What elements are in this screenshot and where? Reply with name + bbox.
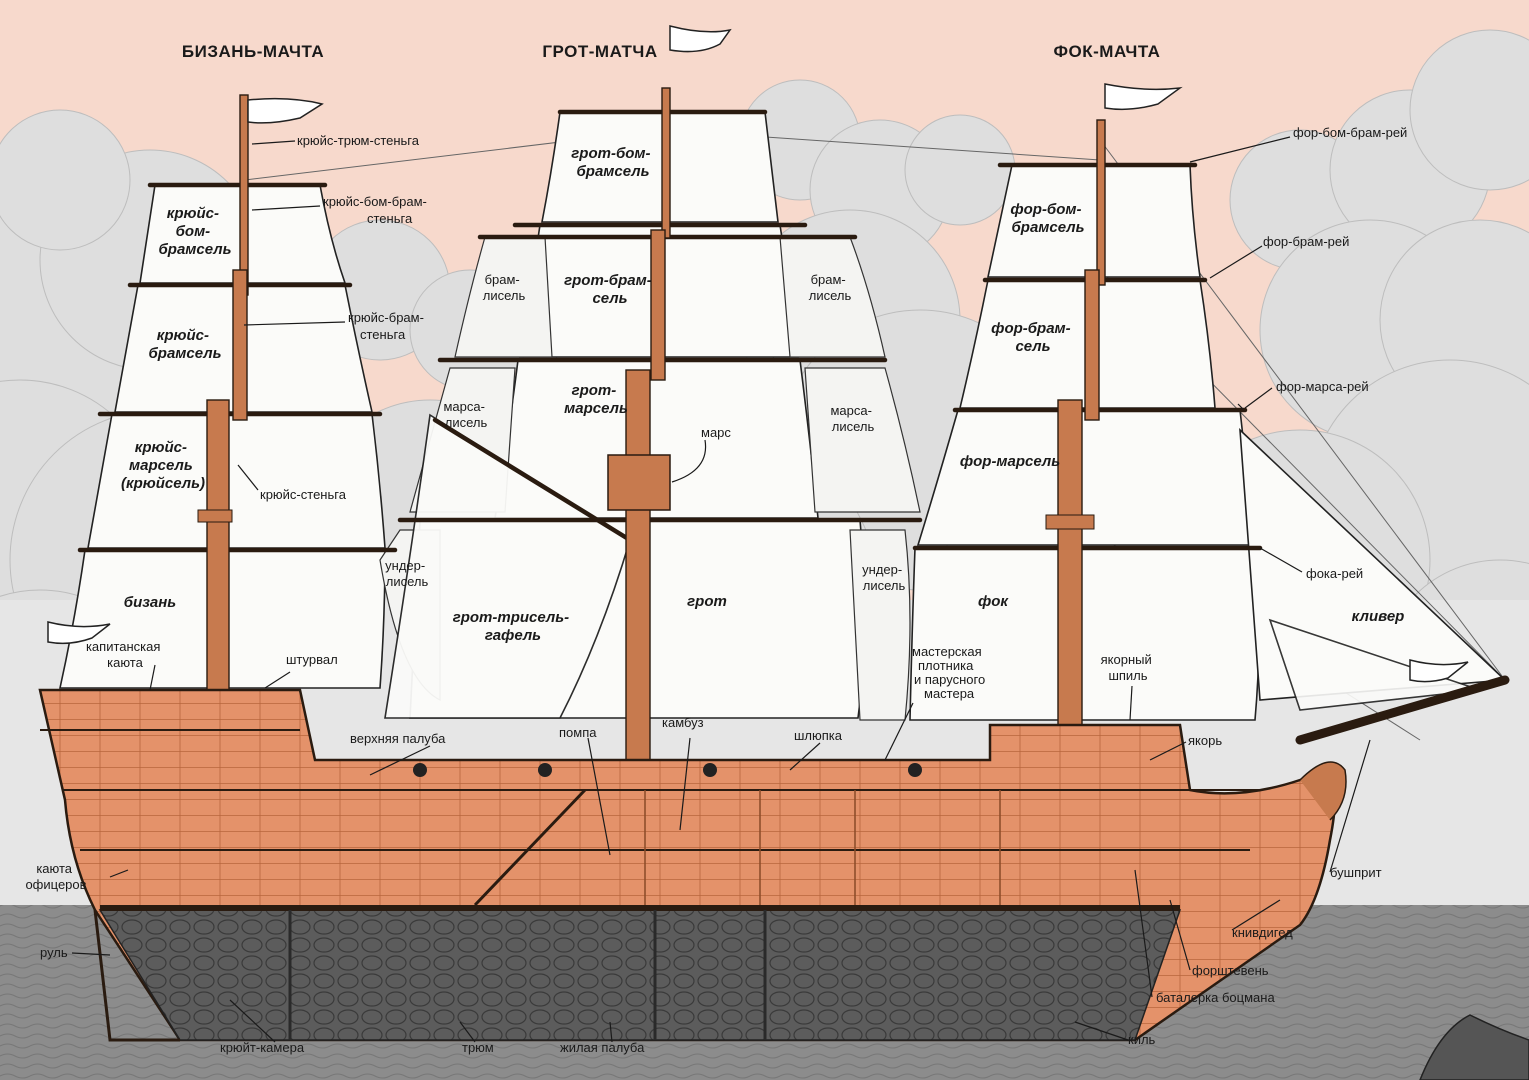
sail-labels: крюйс- бом- брамсель крюйс- брамсель крю… <box>121 145 1404 644</box>
callout-powder-room: крюйт-камера <box>220 1040 305 1055</box>
callout-boat: шлюпка <box>794 728 843 743</box>
callout-officers-cabin: каюта офицеров <box>25 861 86 892</box>
waterline-band <box>100 905 1180 911</box>
flags <box>47 25 1469 683</box>
label-main: грот <box>687 593 727 610</box>
callout-top: марс <box>701 425 731 440</box>
main-topgallant-studding-right <box>779 236 886 358</box>
label-topgallant-studding-left: брам- лисель <box>483 272 526 303</box>
label-mizzen-topsail: крюйс- марсель (крюйсель) <box>121 439 205 492</box>
label-main-trysail: грот-трисель- гафель <box>453 609 574 644</box>
label-main-royal: грот-бом- брамсель <box>571 145 654 180</box>
figurehead <box>1299 761 1347 821</box>
callout-rudder: руль <box>40 945 68 960</box>
bowsprit <box>1295 675 1510 745</box>
callout-fore-royal-yard: фор-бом-брам-рей <box>1293 125 1407 140</box>
callout-wheel: штурвал <box>286 652 338 667</box>
callout-mizzen-royal-mast: крюйс-бом-брам- стеньга <box>323 194 431 226</box>
label-topsail-studding-left: марса- лисель <box>443 399 488 430</box>
fore-royal-sail <box>987 164 1201 278</box>
callout-stem: форштевень <box>1192 963 1269 978</box>
sea-creature <box>1419 1014 1529 1080</box>
fore-staysail <box>1268 618 1481 711</box>
gun-ports <box>413 763 922 777</box>
fore-mast-title: ФОК-МАЧТА <box>1054 42 1161 61</box>
callout-mizzen-topmast: крюйс-стеньга <box>260 487 347 502</box>
label-jib: кливер <box>1352 608 1405 625</box>
label-main-topsail: грот- марсель <box>564 382 628 417</box>
mizzen-mast-title: БИЗАНЬ-МАЧТА <box>182 42 324 61</box>
callout-anchor: якорь <box>1188 733 1222 748</box>
callout-captain-cabin: капитанская каюта <box>86 639 164 670</box>
label-fore-topgallant: фор-брам- сель <box>991 320 1075 355</box>
callout-mizzen-pole: крюйс-трюм-стеньга <box>297 133 420 148</box>
deck-lines <box>40 729 1260 851</box>
label-topgallant-studding-right: брам- лисель <box>809 272 852 303</box>
label-lower-studding-right: ундер- лисель <box>862 562 906 593</box>
callout-keel: киль <box>1128 1032 1156 1047</box>
callout-capstan: якорный шпиль <box>1101 652 1156 683</box>
callout-bowsprit: бушприт <box>1330 865 1382 880</box>
main-trysail <box>384 413 631 719</box>
label-mizzen: бизань <box>124 594 177 611</box>
label-mizzen-topgallant: крюйс- брамсель <box>149 327 222 362</box>
callout-fore-yard: фока-рей <box>1306 566 1363 581</box>
label-main-topgallant: грот-брам- сель <box>564 272 656 307</box>
callout-fore-topgallant-yard: фор-брам-рей <box>1263 234 1349 249</box>
callout-workshop: мастерская плотника и парусного мастера <box>912 644 989 701</box>
label-mizzen-royal: крюйс- бом- брамсель <box>159 205 232 258</box>
label-lower-studding-left: ундер- лисель <box>385 558 429 589</box>
label-fore-topsail: фор-марсель <box>960 453 1060 470</box>
callout-knee: книвдигед <box>1232 925 1293 940</box>
main-mast-title: ГРОТ-МАТЧА <box>542 42 657 61</box>
interior-ribs <box>644 790 1001 905</box>
hull-hold <box>98 909 1182 1041</box>
callout-leads <box>71 136 1371 1043</box>
main-topsail-studding-right <box>804 367 921 513</box>
label-fore: фок <box>978 593 1009 610</box>
callout-upper-deck: верхняя палуба <box>350 731 446 746</box>
label-topsail-studding-right: марса- лисель <box>830 403 875 434</box>
main-lower-studding-right <box>849 529 911 721</box>
main-topgallant-studding-left <box>454 236 553 358</box>
callout-pump: помпа <box>559 725 597 740</box>
callout-fore-topsail-yard: фор-марса-рей <box>1276 379 1369 394</box>
label-fore-royal: фор-бом- брамсель <box>1010 201 1085 236</box>
main-royal-sail <box>541 111 779 223</box>
callout-mizzen-topgallant-mast: крюйс-брам- стеньга <box>348 310 428 342</box>
hold-ribs <box>288 910 767 1040</box>
rudder <box>93 909 180 1042</box>
callout-boatswain-store: баталерка боцмана <box>1156 990 1275 1005</box>
callout-living-deck: жилая палуба <box>560 1040 645 1055</box>
callout-galley: камбуз <box>662 715 704 730</box>
callout-hold: трюм <box>462 1040 494 1055</box>
stairs <box>473 788 587 907</box>
